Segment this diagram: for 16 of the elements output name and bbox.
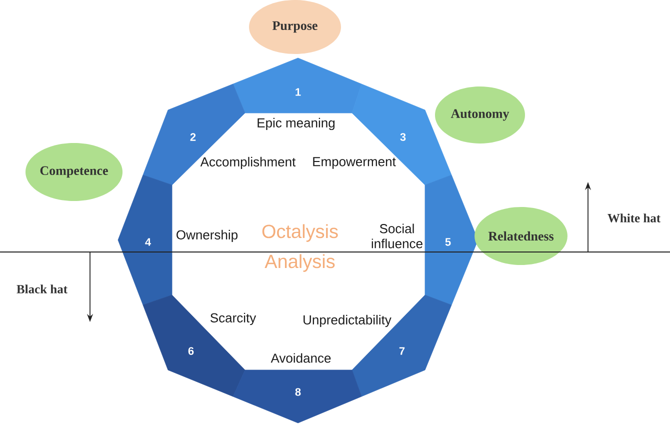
- segment-label: Social influence: [372, 224, 422, 248]
- arrow-label: Black hat: [16, 284, 68, 294]
- ring-segment: 4: [118, 174, 172, 306]
- segment-label: Scarcity: [210, 312, 256, 326]
- segment-label: Epic meaning: [258, 118, 335, 130]
- segment-label: Avoidance: [270, 353, 331, 363]
- ring-segment: 1: [232, 58, 362, 114]
- ring-segment: 8: [232, 370, 362, 424]
- segment-label: Ownership: [176, 230, 238, 242]
- arrow-label: White hat: [608, 214, 660, 222]
- ellipse-node: Purpose: [249, 0, 341, 54]
- ellipse-node: Relatedness: [474, 207, 568, 265]
- ring-segment: 5: [424, 174, 478, 306]
- ellipse-node: Competence: [26, 143, 122, 201]
- title-text: Octalysis Analysis: [262, 224, 338, 272]
- ellipse-node: Autonomy: [435, 86, 525, 144]
